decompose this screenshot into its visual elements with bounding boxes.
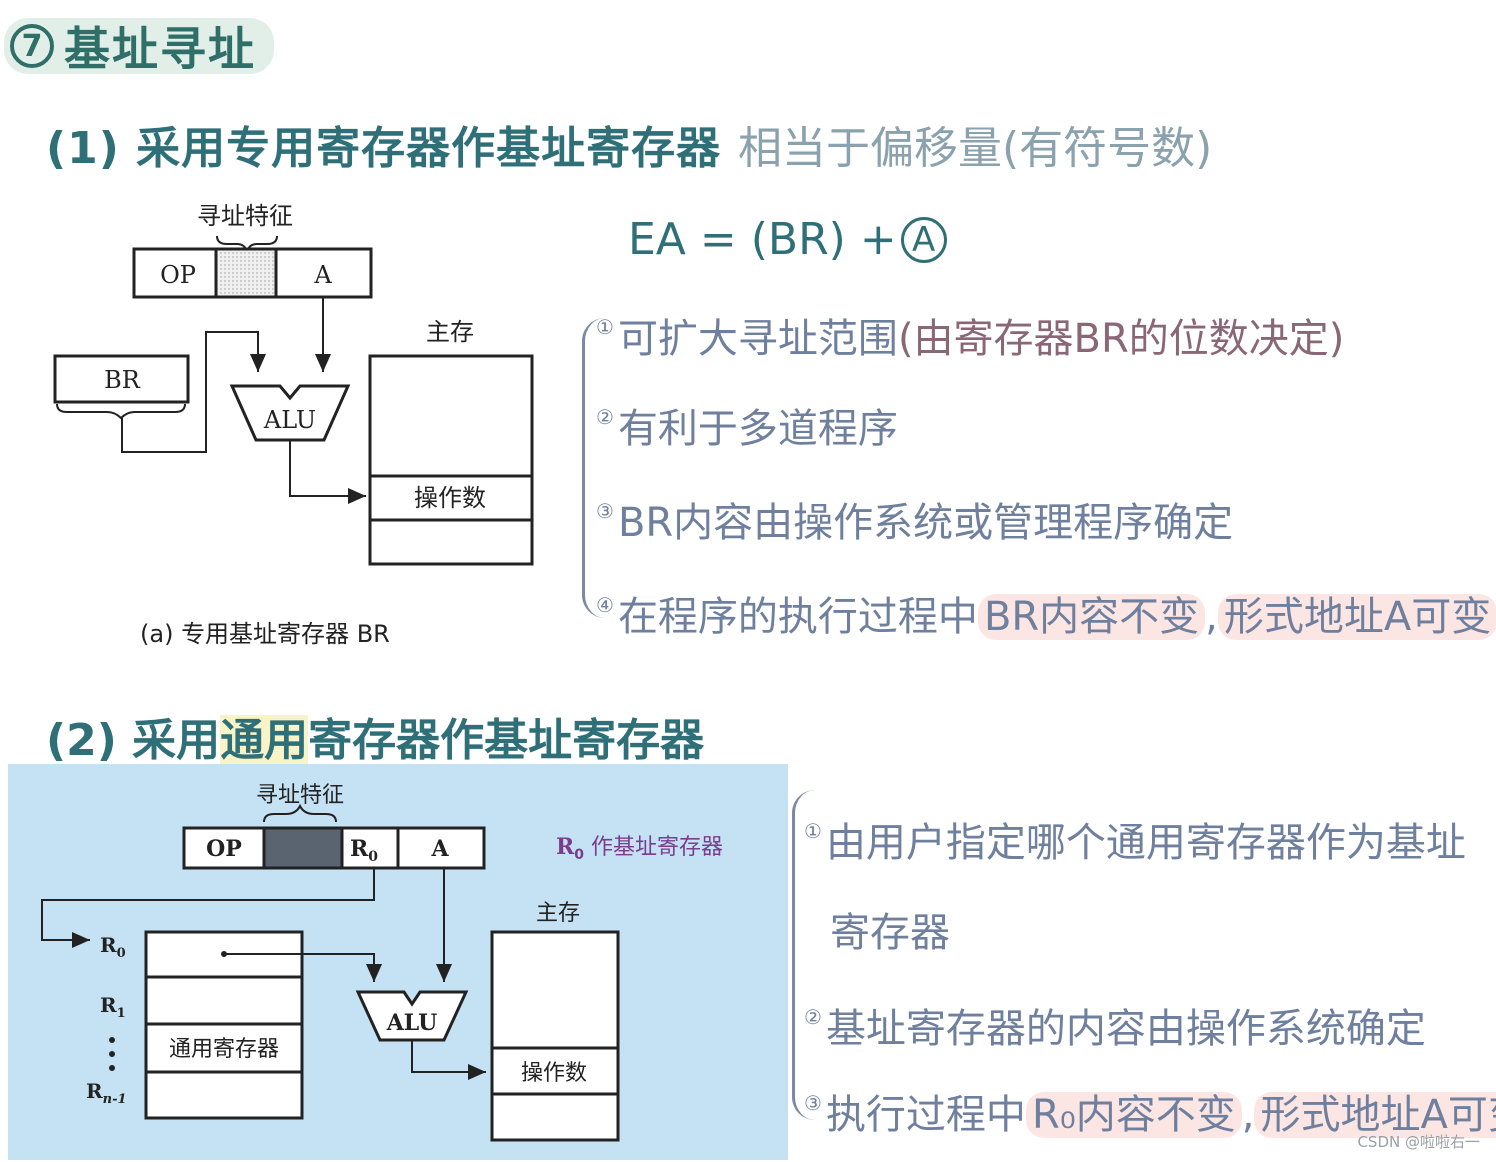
fig2-alu-label: ALU (386, 1010, 438, 1036)
fig2-r0: R0 (350, 836, 378, 865)
fig2-alu-out (411, 1040, 486, 1080)
fig2-reg-r0: R0 (100, 933, 126, 961)
fig1-memory-label: 主存 (426, 318, 474, 346)
point-number: ① (804, 819, 822, 843)
watermark: CSDN @啦啦右一 (1357, 1133, 1480, 1151)
fig2-a: A (430, 836, 449, 862)
s2-point-1-cont: 寄存器 (830, 910, 950, 956)
fig2-operand: 操作数 (521, 1061, 587, 1086)
point-number: ② (596, 405, 614, 429)
point-highlight: 形式地址A可变 (1254, 1092, 1496, 1138)
formula-ring-a: A (900, 216, 947, 263)
section2-heading: (2) 采用通用寄存器作基址寄存器 (46, 704, 704, 768)
section2-brace (792, 790, 815, 1120)
fig2-r0-line (224, 953, 382, 982)
section1-side-note: 相当于偏移量(有符号数) (738, 123, 1213, 174)
point-number: ② (804, 1005, 822, 1029)
point-text: 在程序的执行过程中 (617, 594, 978, 640)
fig1-memory (368, 354, 534, 566)
ea-formula: EA = (BR) + A (628, 214, 947, 265)
point-highlight: 形式地址A可变 (1217, 594, 1496, 640)
fig1-br-brace (56, 403, 186, 420)
title-banner: 7 基址寻址 (4, 18, 274, 76)
figure-dedicated-base-register: 寻址特征 OP A BR ALU 主存 操作数 (a) 专用基址寄存器 BR (53, 202, 534, 648)
fig2-dot (109, 1051, 115, 1057)
title-text: 基址寻址 (64, 22, 256, 76)
fig1-br: BR (104, 366, 141, 394)
fig2-dot (109, 1037, 115, 1043)
section1-brace (582, 318, 605, 618)
point-text: 有利于多道程序 (617, 406, 898, 452)
point-comma: , (1241, 1092, 1255, 1138)
fig2-gpr: 通用寄存器 (169, 1037, 279, 1062)
formula-left: EA = (BR) + (628, 214, 897, 265)
fig2-reg-r1: R1 (100, 993, 126, 1021)
fig2-op: OP (206, 836, 242, 862)
fig2-note: R0 作基址寄存器 (556, 834, 723, 863)
title-number: 7 (10, 24, 54, 68)
point-number: ③ (804, 1091, 822, 1115)
fig1-alu-out (289, 440, 366, 504)
heading-part: 寄存器作基址寄存器 (308, 715, 705, 766)
point-text: 执行过程中 (825, 1092, 1026, 1138)
fig1-addressing-field (214, 247, 278, 299)
fig1-alu (229, 384, 351, 442)
fig2-r0-select-line (41, 868, 375, 948)
fig2-memory-label: 主存 (536, 901, 580, 926)
heading-part: (2) 采用 (46, 715, 221, 766)
fig2-alu (355, 990, 469, 1042)
figure-general-base-register: 寻址特征 OP R0 A R0 作基址寄存器 通用寄存器 R0 R1 Rn-1 … (8, 764, 788, 1160)
point-number: ① (596, 315, 614, 339)
point-text: BR内容由操作系统或管理程序确定 (617, 500, 1234, 546)
fig2-addressing-field (262, 826, 344, 870)
fig2-memory (490, 930, 620, 1142)
fig1-alu-label: ALU (263, 406, 316, 434)
point-paren: (由寄存器BR的位数决定) (897, 316, 1345, 362)
fig1-operand: 操作数 (414, 484, 486, 512)
fig1-br-box (53, 354, 190, 404)
point-text: 可扩大寻址范围 (617, 316, 898, 362)
point-number: ③ (596, 499, 614, 523)
fig1-caption: (a) 专用基址寄存器 BR (140, 620, 390, 648)
fig1-label-top: 寻址特征 (197, 202, 293, 230)
point-number: ④ (596, 593, 614, 617)
fig1-op: OP (160, 261, 196, 289)
point-text: 基址寄存器的内容由操作系统确定 (825, 1006, 1426, 1052)
fig2-brace (263, 803, 337, 823)
point-highlight: R₀内容不变 (1025, 1092, 1242, 1138)
fig1-br-line (121, 331, 266, 453)
point-comma: , (1205, 594, 1218, 640)
section1-heading: (1) 采用专用寄存器作基址寄存器 (46, 123, 722, 174)
point-text: 由用户指定哪个通用寄存器作为基址 (825, 820, 1466, 866)
fig1-a: A (313, 261, 332, 289)
heading-highlight: 通用 (220, 715, 309, 766)
fig2-dot (109, 1065, 115, 1071)
fig2-reg-rn: Rn-1 (86, 1079, 127, 1107)
point-highlight: BR内容不变 (977, 594, 1206, 640)
